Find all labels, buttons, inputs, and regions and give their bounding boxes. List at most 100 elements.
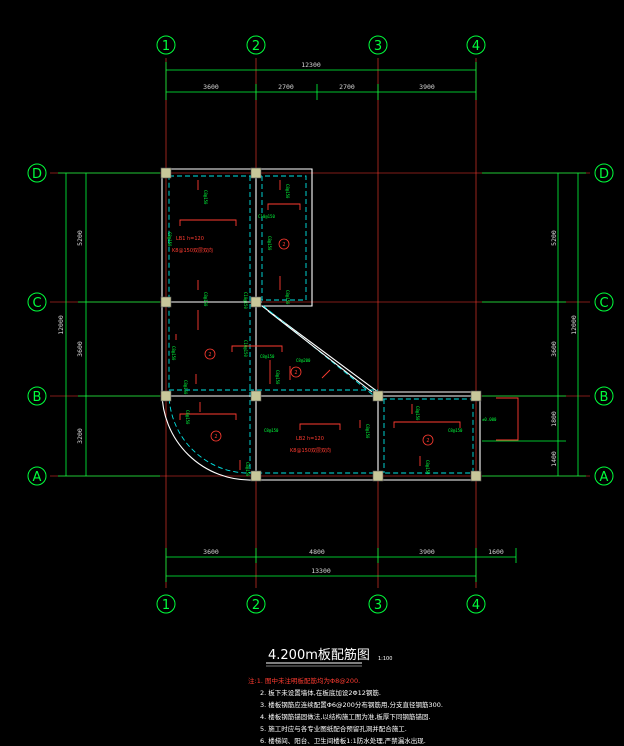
axis-bubble-4-bottom: 4	[472, 598, 480, 613]
column-2-D	[250, 167, 262, 179]
slab-tag-3: 2	[294, 370, 297, 376]
axis-bubbles-left: D C B A	[27, 163, 47, 486]
rebar-label-6: C8@150	[267, 236, 272, 251]
slab-tag-5: 2	[426, 438, 429, 444]
slab-tag-4: 2	[214, 434, 217, 440]
note-line-1: 注:1. 图中未注明板配筋均为Φ8@200.	[248, 676, 360, 685]
slab-tags: LB1 h=120 K8@150双层双向 LB2 h=120 K8@150双层双…	[172, 236, 434, 454]
dim-top-seg-1: 3600	[203, 83, 219, 91]
dim-top-seg-4: 3900	[419, 83, 435, 91]
column-2-B	[250, 390, 262, 402]
column-1-B	[160, 390, 172, 402]
column-1-C	[160, 296, 172, 308]
axis-bubble-C-left: C	[32, 296, 41, 311]
left-dimensions: 12000 5200 3600 3200	[57, 172, 160, 477]
rebar-label-3: C8@150	[203, 292, 208, 307]
axis-bubble-3-bottom: 3	[374, 598, 382, 613]
rebar-label-21: ±0.000	[482, 417, 497, 422]
axis-bubble-3-top: 3	[374, 39, 382, 54]
dim-left-seg-1: 5200	[76, 230, 84, 246]
rebar-label-1: C8@150	[203, 190, 208, 205]
rebar-label-19: C8@150	[448, 428, 463, 433]
axis-bubble-D-right: D	[599, 167, 609, 182]
rebar-labels: C8@150 C8@150 C8@150 C10@150 C8@150 C8@1…	[167, 184, 497, 477]
rebar-label-12: C8@150	[183, 380, 188, 395]
dim-bottom-seg-4: 1600	[488, 548, 504, 556]
dim-bottom-total: 13300	[311, 567, 331, 575]
axis-bubble-1-bottom: 1	[162, 598, 170, 613]
dim-top-seg-2: 2700	[278, 83, 294, 91]
rebar-label-20: C8@150	[425, 460, 430, 475]
bottom-dimensions: 3600 4800 3900 1600 13300	[165, 548, 517, 582]
axis-bubble-D-left: D	[32, 167, 42, 182]
note-line-2: 2. 板下未设置墙体,在板底加设2Φ12钢筋.	[260, 688, 381, 697]
column-2-C	[250, 296, 262, 308]
slab-tag-2: 2	[208, 352, 211, 358]
title-text: 4.200m板配筋图	[268, 647, 370, 663]
building-outline	[161, 168, 481, 481]
column-4-B	[470, 390, 482, 402]
column-2-A	[250, 470, 262, 482]
slab-label-1b: K8@150双层双向	[172, 247, 213, 254]
rebar-label-4: C10@150	[258, 214, 275, 219]
notes-block: 注:1. 图中未注明板配筋均为Φ8@200. 2. 板下未设置墙体,在板底加设2…	[248, 676, 443, 745]
axis-bubble-2-top: 2	[252, 39, 260, 54]
note-line-3: 3. 楼板钢筋应连续配置Φ6@200分布钢筋用,分支直径钢筋300.	[260, 700, 443, 709]
rebar-label-22: C8@200	[296, 358, 311, 363]
rebar-label-9: C8@150	[171, 346, 176, 361]
top-dimensions: 12300 3600 2700 2700 3900	[165, 61, 477, 100]
dim-right-seg-3: 1800	[550, 411, 558, 427]
axis-bubble-4-top: 4	[472, 39, 480, 54]
axis-bubbles-right: D C B A	[594, 163, 614, 486]
dim-bottom-seg-1: 3600	[203, 548, 219, 556]
rebar-marks	[175, 180, 519, 470]
dim-right-seg-1: 5200	[550, 230, 558, 246]
column-1-D	[160, 167, 172, 179]
dim-right-seg-4: 1400	[550, 451, 558, 467]
dim-bottom-seg-3: 3900	[419, 548, 435, 556]
axis-bubble-2-bottom: 2	[252, 598, 260, 613]
rebar-label-15: C8@150	[185, 410, 190, 425]
axis-bubbles-top: 1 2 3 4	[156, 35, 486, 55]
rebar-label-16: C8@150	[245, 462, 250, 477]
rebar-label-13: C8@150	[275, 370, 280, 385]
dim-top-total: 12300	[301, 61, 321, 69]
drawing-title: 4.200m板配筋图 1:100	[266, 647, 392, 667]
columns	[160, 167, 482, 482]
rebar-label-8: C10@150	[243, 292, 248, 309]
title-scale: 1:100	[378, 656, 392, 662]
rebar-label-18: C8@150	[415, 406, 420, 421]
axis-bubble-A-left: A	[33, 470, 42, 485]
dim-left-seg-2: 3600	[76, 341, 84, 357]
rebar-label-17: C8@150	[365, 424, 370, 439]
dim-top-seg-3: 2700	[339, 83, 355, 91]
axis-bubble-1-top: 1	[162, 39, 170, 54]
rebar-label-7: C8@150	[285, 290, 290, 305]
rebar-label-11: C10@150	[243, 340, 248, 357]
column-3-B	[372, 390, 384, 402]
axis-bubble-C-right: C	[599, 296, 608, 311]
axis-bubble-B-right: B	[600, 390, 609, 405]
rebar-label-5: C8@150	[285, 184, 290, 199]
slab-tag-1: 2	[282, 242, 285, 248]
column-3-A	[372, 470, 384, 482]
slab-label-1a: LB1 h=120	[176, 236, 204, 242]
axis-bubbles-bottom: 1 2 3 4	[156, 594, 486, 614]
axis-bubble-B-left: B	[33, 390, 42, 405]
dim-bottom-seg-2: 4800	[309, 548, 325, 556]
dim-right-total: 12000	[570, 315, 578, 335]
rebar-label-10: C8@150	[260, 354, 275, 359]
slab-label-2a: LB2 h=120	[296, 436, 324, 442]
dim-left-total: 12000	[57, 315, 65, 335]
right-dimensions: 12000 5200 3600 1800 1400	[482, 172, 586, 477]
note-line-4: 4. 楼板钢筋锚固做法,以结构施工图为准,板厚下同钢筋锚固.	[260, 712, 430, 721]
note-line-5: 5. 施工时应与各专业图纸配合预留孔洞并配合施工.	[260, 724, 407, 733]
dim-left-seg-3: 3200	[76, 428, 84, 444]
axis-bubble-A-right: A	[600, 470, 609, 485]
column-4-A	[470, 470, 482, 482]
note-line-6: 6. 楼梯间、阳台、卫生间楼板1:1防水处理,严禁漏水出现.	[260, 736, 426, 745]
rebar-label-14: C8@150	[264, 428, 279, 433]
rebar-label-2: C8@150	[167, 232, 172, 247]
slab-label-2b: K8@150双层双向	[290, 447, 331, 454]
